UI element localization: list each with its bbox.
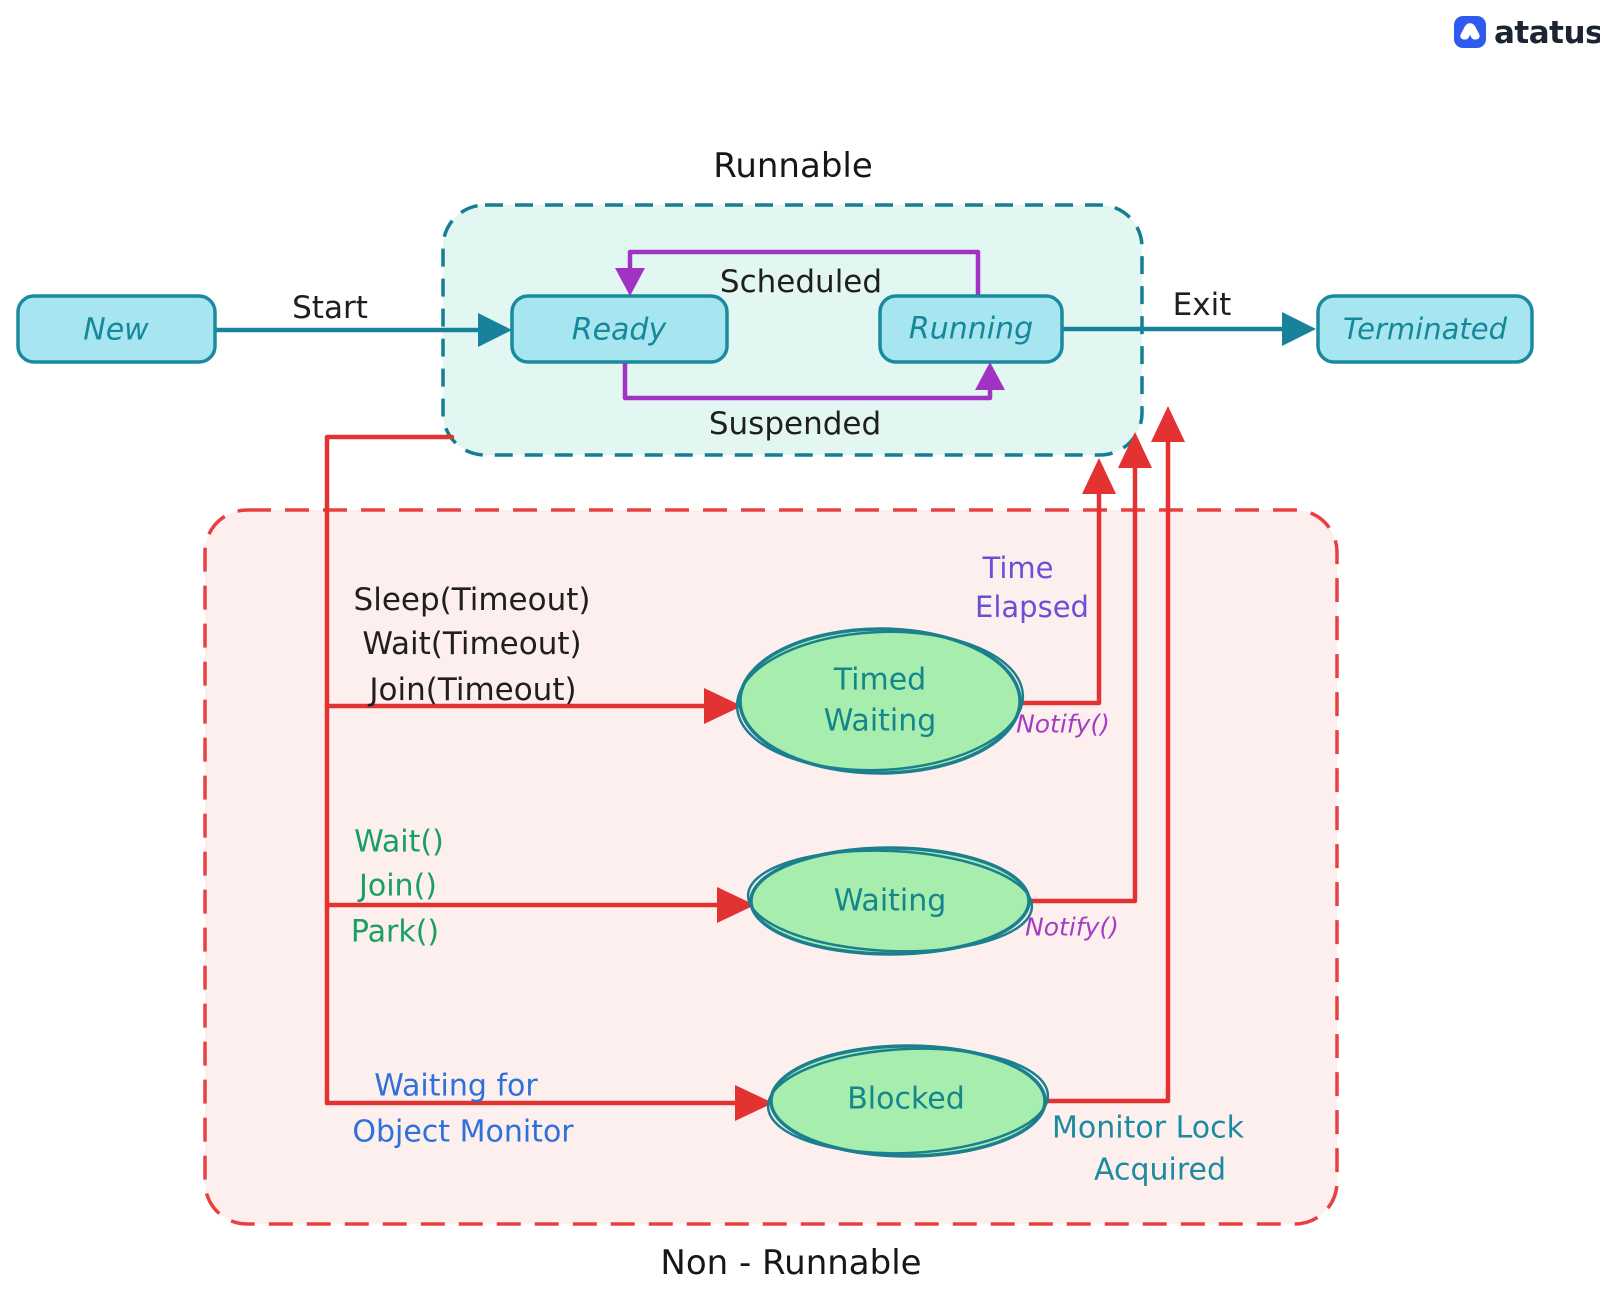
waiting-for-label-line1: Waiting for bbox=[374, 1069, 538, 1104]
start-edge-label: Start bbox=[292, 290, 368, 326]
scheduled-edge-label: Scheduled bbox=[720, 264, 882, 300]
non-runnable-dashed-box bbox=[203, 508, 1339, 1226]
blocked-label: Blocked bbox=[847, 1082, 965, 1117]
notify-waiting-label: Notify() bbox=[1025, 913, 1119, 942]
waiting-ellipse bbox=[749, 846, 1031, 956]
non-runnable-region bbox=[203, 508, 1339, 1226]
atatus-logo: atatus bbox=[1454, 15, 1600, 51]
timed-waiting-return-line bbox=[1017, 487, 1102, 706]
waiting-return-arrowhead-icon bbox=[1118, 432, 1152, 468]
state-ready-box bbox=[510, 294, 729, 364]
wait-timeout-label: Wait(Timeout) bbox=[362, 626, 581, 662]
state-running-label: Running bbox=[909, 312, 1033, 347]
atatus-logo-text: atatus bbox=[1494, 15, 1600, 51]
state-running-box bbox=[878, 294, 1064, 364]
teal-arrows bbox=[212, 326, 1287, 333]
waiting-ellipse-sketch bbox=[746, 849, 1034, 953]
suspended-edge-label: Suspended bbox=[709, 406, 881, 442]
waiting-return-line bbox=[1026, 461, 1138, 904]
scheduled-arrow-line bbox=[627, 249, 981, 299]
runnable-title: Runnable bbox=[713, 146, 873, 186]
state-boxes bbox=[16, 294, 1534, 364]
time-elapsed-label-line1: Time bbox=[982, 551, 1054, 585]
blocked-return-arrowhead-icon bbox=[1151, 406, 1185, 442]
scheduled-arrowhead-icon bbox=[615, 268, 645, 296]
monitor-lock-label-line1: Monitor Lock bbox=[1052, 1111, 1245, 1146]
waiting-label: Waiting bbox=[834, 884, 947, 919]
wait-call-label: Wait() bbox=[354, 825, 444, 860]
exit-edge-label: Exit bbox=[1173, 287, 1232, 323]
join-call-label: Join() bbox=[357, 869, 437, 904]
notify-timed-label: Notify() bbox=[1016, 710, 1110, 739]
state-new-box bbox=[16, 294, 217, 364]
timed-waiting-ellipse-sketch bbox=[735, 630, 1025, 772]
state-terminated-label: Terminated bbox=[1343, 312, 1508, 346]
blocked-arrowhead-icon bbox=[735, 1085, 773, 1121]
timed-return-arrowhead-icon bbox=[1082, 458, 1116, 494]
park-call-label: Park() bbox=[351, 915, 439, 950]
blocked-ellipse bbox=[769, 1044, 1047, 1158]
blocked-return-line bbox=[1042, 435, 1171, 1104]
suspended-arrowhead-icon bbox=[975, 362, 1005, 390]
red-transitions bbox=[324, 434, 1171, 1106]
timed-waiting-label-line1: Timed bbox=[833, 663, 926, 698]
blocked-ellipse-sketch bbox=[766, 1047, 1050, 1155]
non-runnable-title: Non - Runnable bbox=[660, 1243, 921, 1283]
exit-arrowhead-icon bbox=[1282, 312, 1316, 346]
state-ready-label: Ready bbox=[572, 313, 668, 348]
start-arrowhead-icon bbox=[478, 313, 512, 347]
timed-waiting-arrowhead-icon bbox=[704, 688, 742, 724]
non-runnable-states bbox=[735, 627, 1050, 1158]
waiting-arrowhead-icon bbox=[717, 887, 755, 923]
time-elapsed-label-line2: Elapsed bbox=[975, 590, 1089, 624]
state-terminated-box bbox=[1316, 294, 1534, 364]
waiting-for-label-line2: Object Monitor bbox=[352, 1115, 574, 1150]
atatus-arrow-icon bbox=[1460, 23, 1480, 40]
state-new-label: New bbox=[83, 313, 149, 348]
timed-waiting-ellipse bbox=[738, 627, 1022, 775]
join-timeout-label: Join(Timeout) bbox=[367, 672, 576, 708]
timed-waiting-label-line2: Waiting bbox=[824, 704, 937, 739]
sleep-timeout-label: Sleep(Timeout) bbox=[354, 582, 591, 618]
runnable-to-branch-line bbox=[324, 434, 455, 1106]
monitor-lock-label-line2: Acquired bbox=[1094, 1153, 1226, 1188]
